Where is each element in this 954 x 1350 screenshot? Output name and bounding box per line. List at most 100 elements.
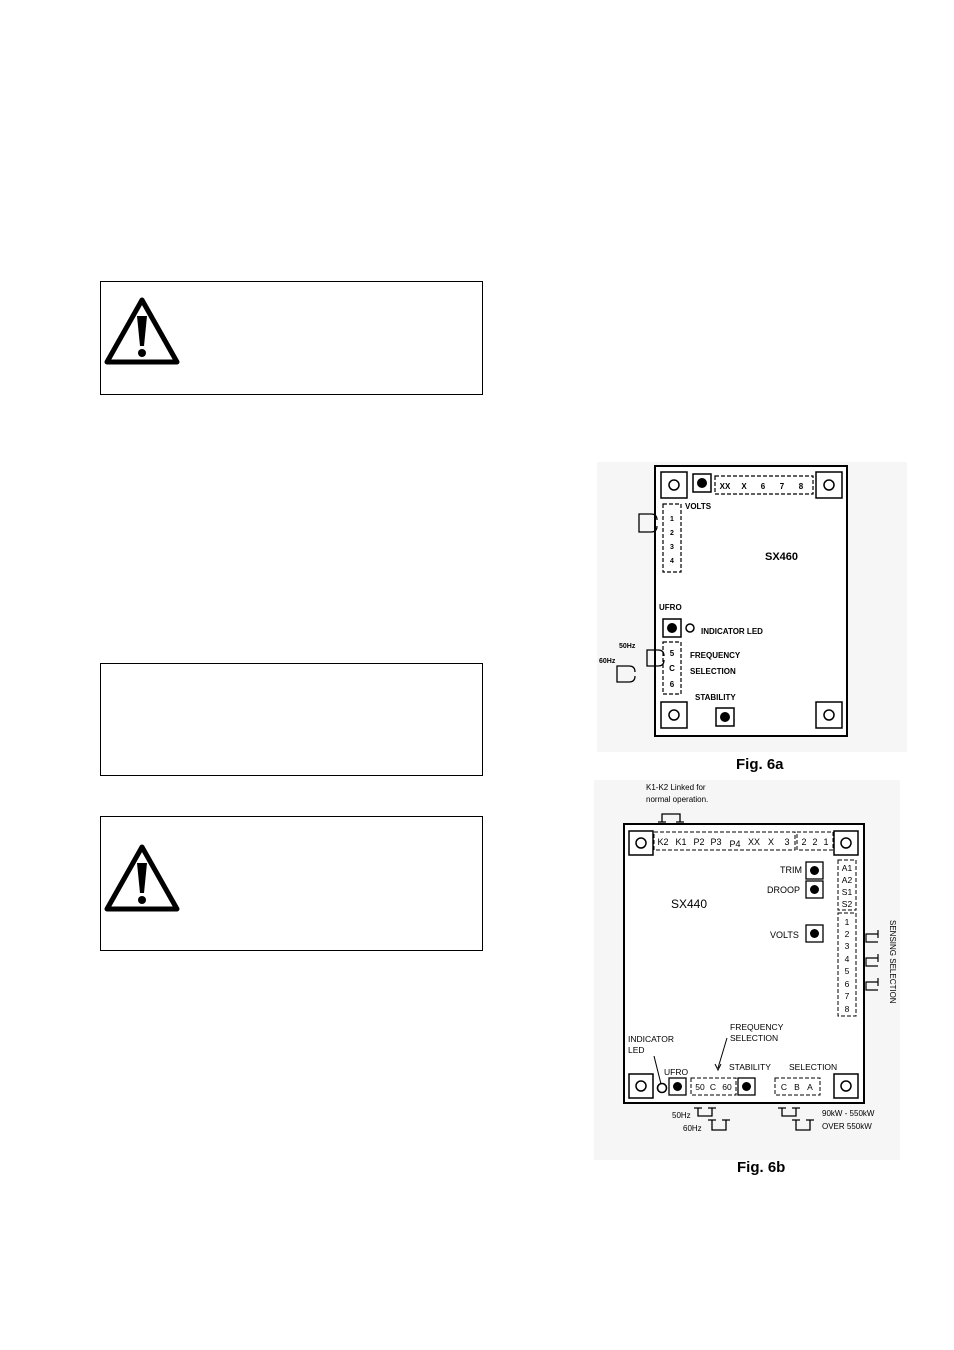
terminal-label: K1 — [675, 837, 686, 847]
terminal-label: 1 — [670, 516, 674, 523]
mounting-hole — [815, 471, 843, 499]
terminal-label: P3 — [710, 837, 721, 847]
ufro-label: UFRO — [664, 1067, 688, 1077]
freq-label: SELECTION — [690, 667, 736, 676]
volts-potentiometer — [805, 924, 824, 943]
ufro-potentiometer — [662, 618, 682, 638]
top-potentiometer — [692, 473, 712, 493]
selection-label: SELECTION — [789, 1062, 837, 1072]
terminal-label: A1 — [842, 863, 853, 873]
terminal-label: 60 — [722, 1082, 732, 1092]
indicator-led-icon — [685, 623, 695, 633]
freq-sel-label: FREQUENCY — [730, 1022, 784, 1032]
terminal-label: 7 — [780, 482, 785, 491]
indicator-led-label: INDICATOR LED — [701, 627, 763, 636]
terminal-label: XX — [720, 482, 731, 491]
link-symbol — [865, 954, 879, 967]
stability-potentiometer — [737, 1077, 756, 1096]
stability-label: STABILITY — [695, 693, 736, 702]
volts-label: VOLTS — [770, 930, 799, 940]
top-terminal-strip — [653, 831, 796, 851]
hz60-label: 60Hz — [683, 1124, 702, 1133]
terminal-label: 6 — [845, 979, 850, 989]
mounting-hole — [660, 701, 688, 729]
terminal-label: 6 — [670, 680, 675, 689]
trim-label: TRIM — [780, 865, 802, 875]
sensing-selection-label: SENSING SELECTION — [888, 920, 897, 1004]
mounting-hole — [833, 830, 859, 856]
terminal-label: 2 — [812, 837, 817, 847]
terminal-label: 7 — [845, 991, 850, 1001]
terminal-label: 1 — [845, 917, 850, 927]
terminal-label: 1 — [823, 837, 828, 847]
terminal-label: C — [781, 1082, 787, 1092]
link-symbol — [646, 649, 658, 667]
sx440-board — [623, 823, 865, 1104]
freq-sel-label: SELECTION — [730, 1033, 778, 1043]
terminal-label: XX — [748, 837, 760, 847]
droop-potentiometer — [805, 880, 824, 899]
note-box — [100, 663, 483, 776]
terminal-label: 50 — [695, 1082, 705, 1092]
volts-terminal-strip — [662, 503, 682, 573]
hz50-label: 50Hz — [619, 643, 636, 650]
link-symbol — [865, 978, 879, 991]
warning-box-1 — [100, 281, 483, 395]
k-link-note: K1-K2 Linked for — [646, 783, 706, 792]
link-symbol — [792, 1119, 814, 1131]
terminal-label: 2 — [670, 530, 674, 537]
stability-label: STABILITY — [729, 1062, 771, 1072]
top-terminal-strip — [714, 475, 814, 495]
model-label: SX440 — [671, 897, 707, 911]
model-label: SX460 — [765, 551, 798, 563]
terminal-label: 4 — [670, 558, 674, 565]
terminal-label: P4 — [729, 839, 740, 849]
link-symbol — [638, 513, 651, 533]
indicator-label: LED — [628, 1045, 645, 1055]
link-symbol — [616, 665, 629, 683]
power-label: 90kW - 550kW — [822, 1109, 875, 1118]
terminal-label: 2 — [801, 837, 806, 847]
fig6b-caption: Fig. 6b — [737, 1159, 786, 1176]
freq-terminal-strip — [662, 641, 682, 695]
terminal-label: 5 — [670, 649, 675, 658]
ufro-label: UFRO — [659, 603, 682, 612]
terminal-label: S1 — [842, 887, 853, 897]
warning-triangle-icon — [104, 297, 180, 365]
terminal-label: P2 — [693, 837, 704, 847]
link-symbol — [694, 1107, 716, 1117]
selection-terminal-strip — [774, 1077, 821, 1096]
top-right-terminal-strip — [796, 831, 834, 851]
volts-label: VOLTS — [685, 502, 712, 511]
terminal-label: 3 — [784, 837, 789, 847]
ufro-potentiometer — [668, 1077, 687, 1096]
warning-triangle-icon — [104, 844, 180, 912]
terminal-label: S2 — [842, 899, 853, 909]
terminal-label: A2 — [842, 875, 853, 885]
hz50-label: 50Hz — [672, 1111, 691, 1120]
terminal-label: C — [669, 664, 675, 673]
k-link-note: normal operation. — [646, 795, 708, 804]
indicator-led-icon — [656, 1082, 668, 1094]
droop-label: DROOP — [767, 885, 800, 895]
terminal-label: X — [741, 482, 747, 491]
terminal-label: 6 — [761, 482, 766, 491]
link-symbol — [778, 1107, 800, 1117]
terminal-label: K2 — [657, 837, 668, 847]
mounting-hole — [660, 471, 688, 499]
sx460-board — [654, 465, 848, 737]
indicator-label: INDICATOR — [628, 1034, 674, 1044]
terminal-label: 5 — [845, 966, 850, 976]
right-terminal-strip-b — [837, 912, 857, 1017]
link-symbol — [658, 813, 684, 823]
stability-potentiometer — [715, 707, 735, 727]
terminal-label: 3 — [670, 544, 674, 551]
mounting-hole — [815, 701, 843, 729]
terminal-label: A — [807, 1082, 813, 1092]
terminal-label: B — [794, 1082, 800, 1092]
link-symbol — [708, 1119, 730, 1131]
link-symbol — [865, 930, 879, 943]
fig6a-caption: Fig. 6a — [736, 756, 784, 773]
sx440-diagram: K1-K2 Linked for normal operation. K2 K1… — [594, 780, 900, 1160]
terminal-label: C — [710, 1082, 716, 1092]
